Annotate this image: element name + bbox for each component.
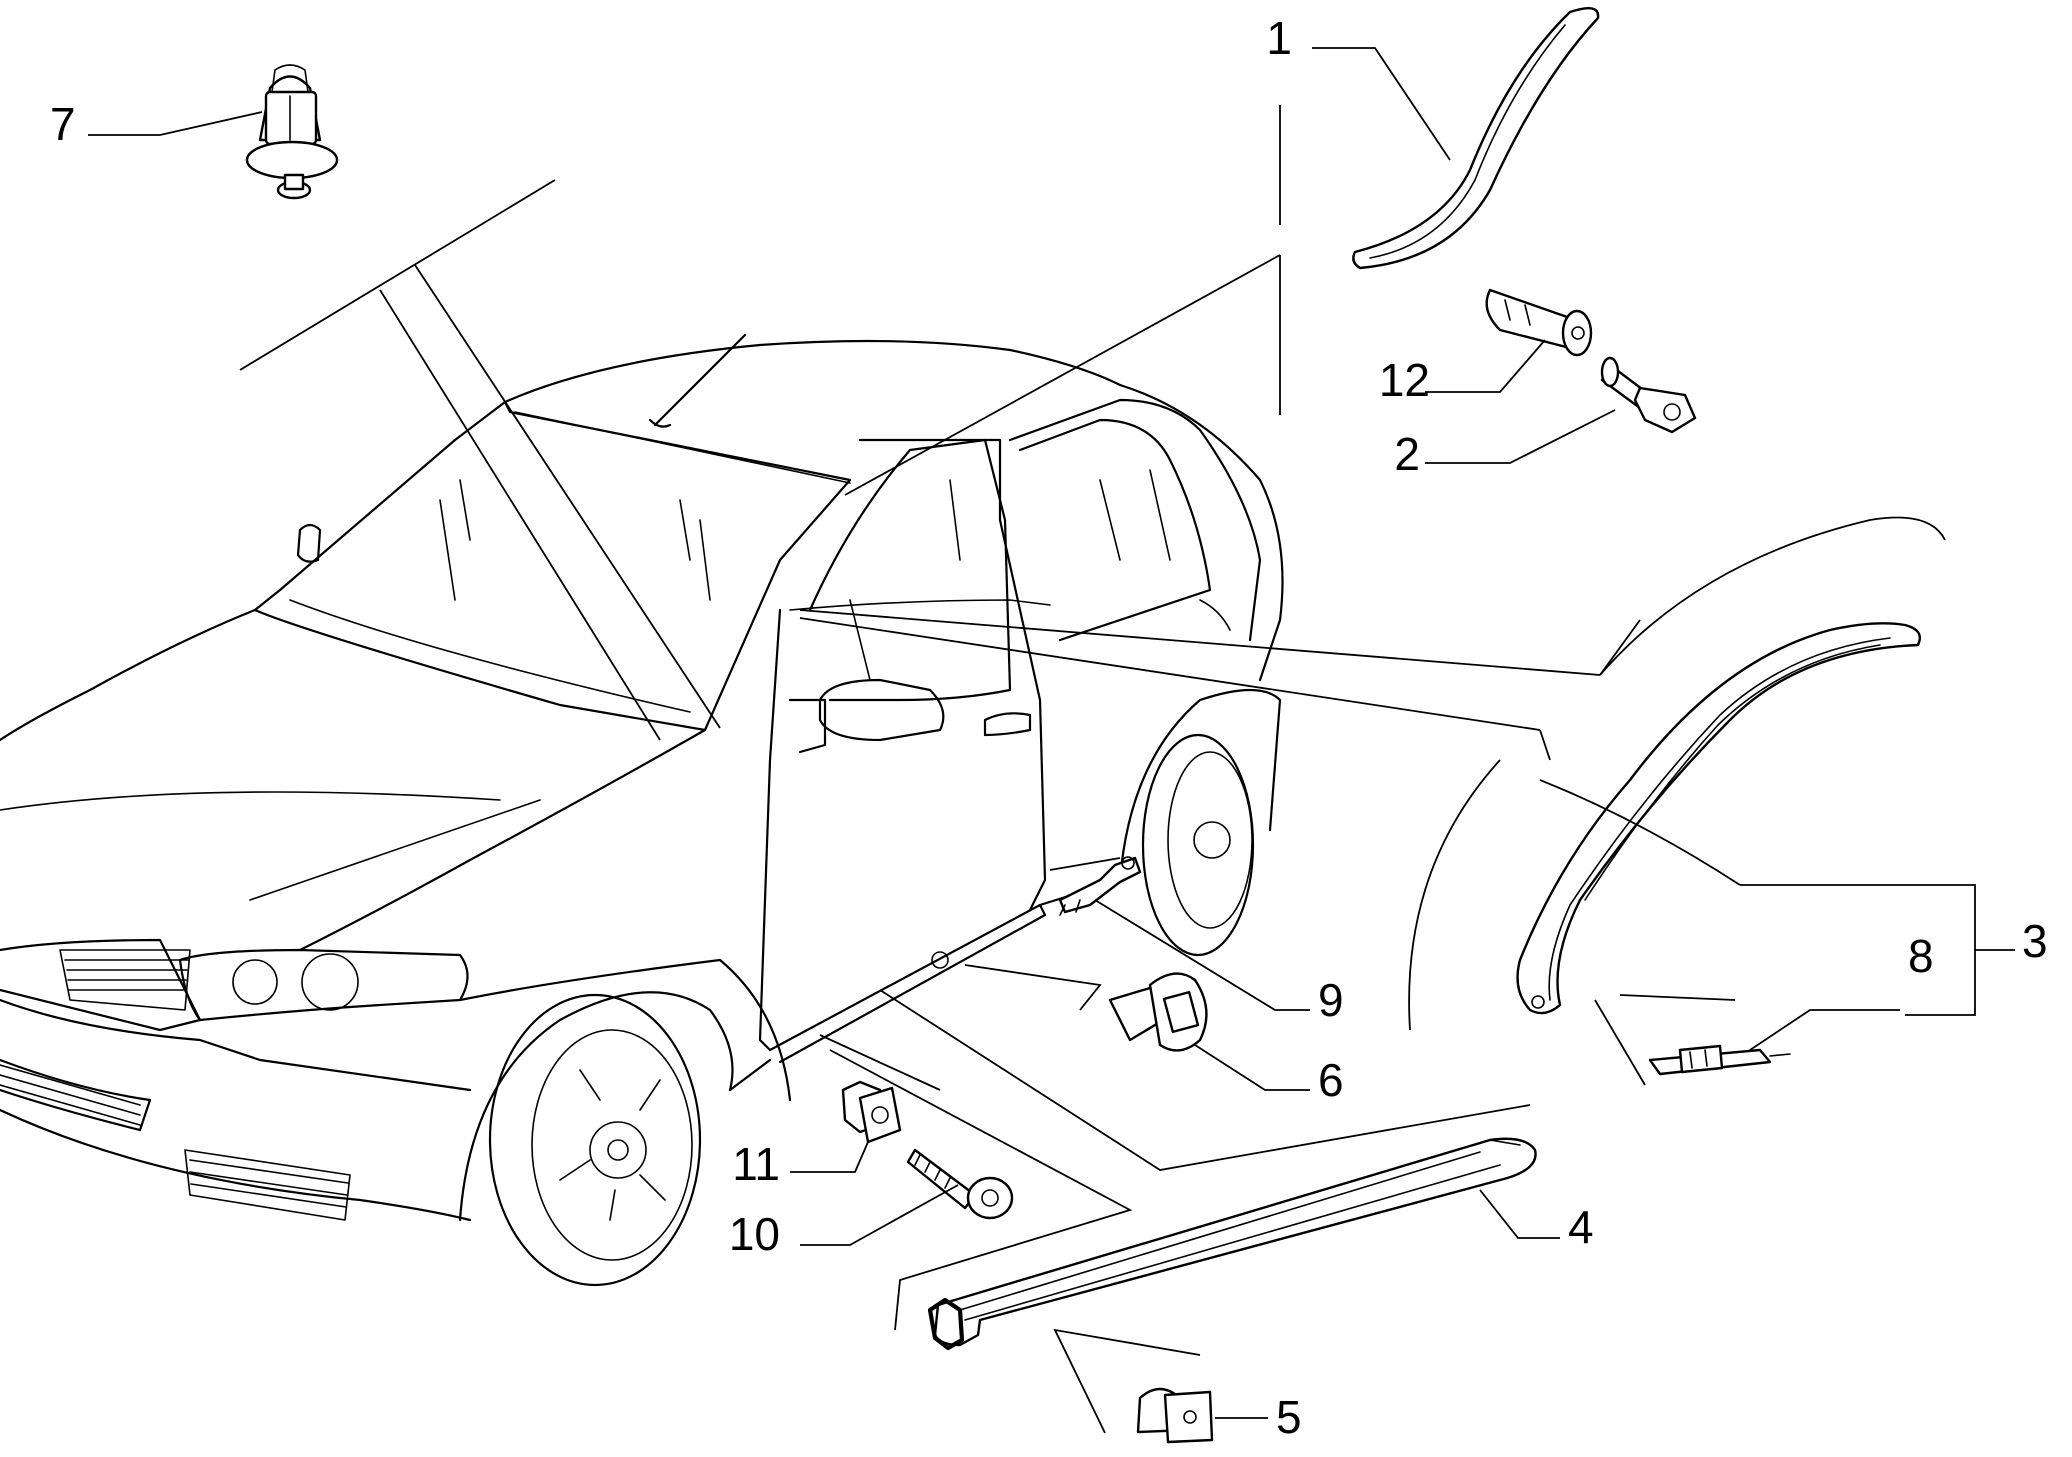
callout-5: 5 xyxy=(1276,1391,1302,1443)
wheel-arch-reference-curve xyxy=(1408,516,1946,1031)
part-2-bolt xyxy=(1600,356,1697,434)
callout-numbers: 1 2 3 4 5 6 7 8 9 10 11 12 xyxy=(50,12,2048,1443)
callout-11: 11 xyxy=(732,1138,780,1190)
part-9-bracket xyxy=(1058,856,1142,916)
part-1-pillar-trim xyxy=(1352,6,1600,270)
callout-3: 3 xyxy=(2022,915,2048,967)
part-10-screw xyxy=(906,1148,1014,1220)
callout-9: 9 xyxy=(1318,974,1344,1026)
callout-4: 4 xyxy=(1568,1201,1594,1253)
part-7-push-clip xyxy=(245,64,339,200)
callout-6: 6 xyxy=(1318,1054,1344,1106)
callout-2: 2 xyxy=(1394,428,1420,480)
callout-7: 7 xyxy=(50,98,76,150)
callout-1: 1 xyxy=(1266,12,1292,64)
part-12-expansion-nut xyxy=(1485,288,1593,357)
part-11-clip xyxy=(841,1080,902,1144)
reference-lines xyxy=(239,105,1641,1331)
part-6-grommet xyxy=(1108,972,1208,1052)
part-4-sill-seal xyxy=(927,1137,1537,1351)
car-body-outline xyxy=(0,333,1284,1287)
callout-leaders xyxy=(88,47,2015,1434)
callout-12: 12 xyxy=(1379,354,1430,406)
part-3-rear-arch-seal xyxy=(1516,622,1922,1015)
part-8-clip-strip xyxy=(1648,1044,1791,1076)
callout-8: 8 xyxy=(1908,930,1934,982)
part-5-nut-clip xyxy=(1136,1387,1214,1444)
callout-10: 10 xyxy=(729,1208,780,1260)
